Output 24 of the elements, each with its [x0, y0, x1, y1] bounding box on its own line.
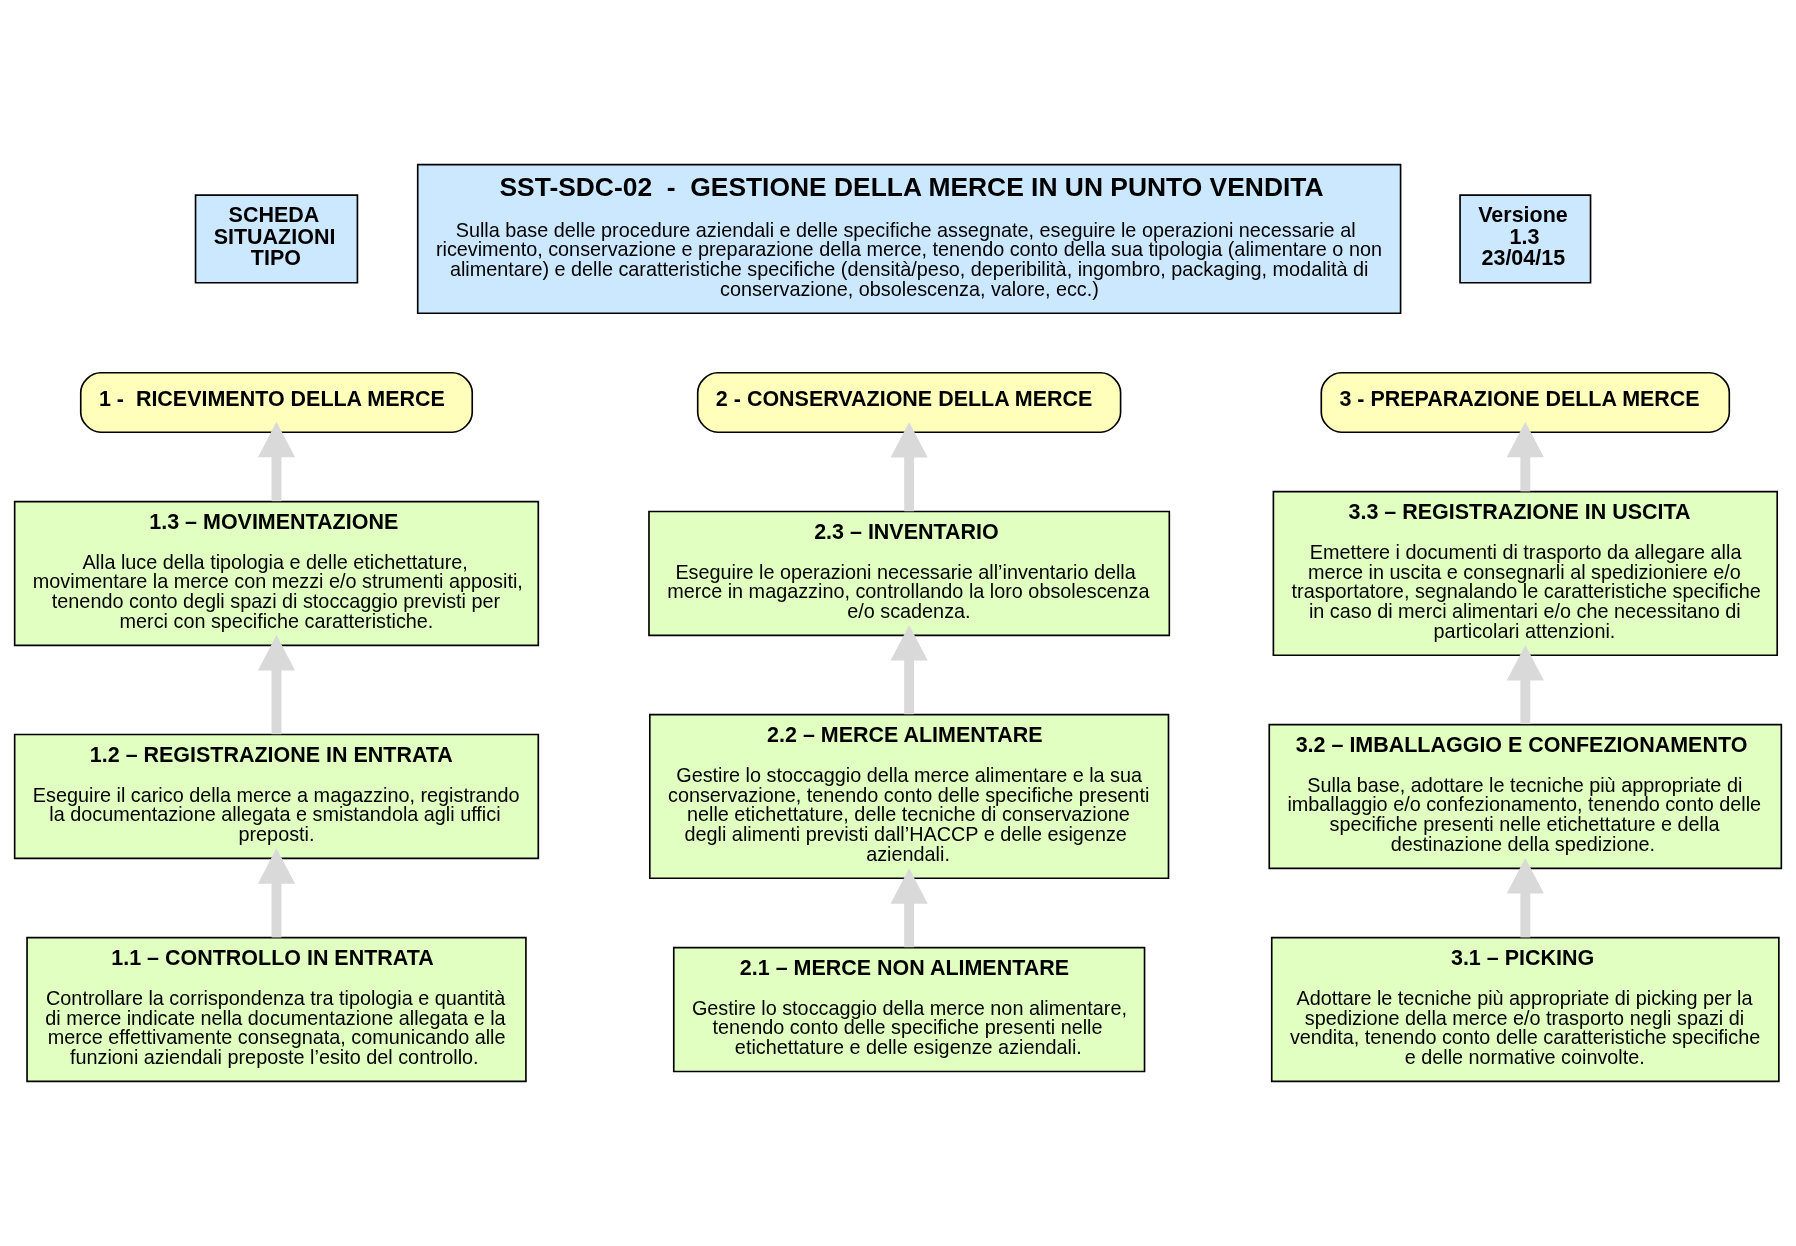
node-box: 3.2 – IMBALLAGGIO E CONFEZIONAMENTO Sulla base, adottare le tecniche più appropriate di imballaggio e/o confezionamento, tenendo conto delle specifiche presenti nelle etichettature e della destinazione della spedizione.: [1268, 723, 1783, 870]
arrow: [1506, 644, 1544, 725]
arrow: [890, 422, 928, 512]
arrow: [257, 848, 296, 938]
arrow: [890, 868, 928, 948]
node-box: 1.2 – REGISTRAZIONE IN ENTRATA Eseguire il carico della merce a magazzino, registrando la documentazione allegata e smistandola agli uffici preposti.: [13, 733, 540, 860]
node-box: 1 - RICEVIMENTO DELLA MERCE: [79, 371, 474, 434]
node-box: 2 - CONSERVAZIONE DELLA MERCE: [696, 371, 1122, 434]
node-box: 1.3 – MOVIMENTAZIONE Alla luce della tipologia e delle etichettature, movimentare la merce con mezzi e/o strumenti appositi, tenendo conto degli spazi di stoccaggio previsti per merci con specifiche caratteristiche.: [13, 500, 540, 647]
node-box: 2.1 – MERCE NON ALIMENTARE Gestire lo stoccaggio della merce non alimentare, tenendo conto delle specifiche presenti nelle etichettature e delle esigenze aziendali.: [672, 946, 1146, 1073]
arrow: [1506, 421, 1544, 492]
arrow: [890, 625, 928, 715]
arrow: [257, 421, 296, 502]
node-box: 3.1 – PICKING Adottare le tecniche più appropriate di picking per la spedizione della merce e/o trasporto negli spazi di vendita, tenendo conto delle caratteristiche specifiche e delle normative coinvolte.: [1270, 936, 1780, 1083]
node-box: 2.3 – INVENTARIO Eseguire le operazioni necessarie all’inventario della merce in magazzino, controllando la loro obsolescenza e/o scadenza.: [648, 510, 1171, 637]
node-box: 3.3 – REGISTRAZIONE IN USCITA Emettere i documenti di trasporto da allegare alla merce in uscita e consegnarli al spedizioniere e/o trasportatore, segnalando le caratteristiche specifiche in caso di merci alimentari e/o che necessitano di particolari attenzioni.: [1272, 490, 1779, 657]
node-box: 3 - PREPARAZIONE DELLA MERCE: [1320, 371, 1731, 434]
node-box: SCHEDA SITUAZIONI TIPO: [194, 194, 359, 284]
arrow: [257, 634, 296, 735]
node-box: 2.2 – MERCE ALIMENTARE Gestire lo stoccaggio della merce alimentare e la sua conservazione, tenendo conto delle specifiche presenti nelle etichettature, delle tecniche di conservazione degli alimenti previsti dall’HACCP e delle esigenze aziendali.: [649, 713, 1170, 880]
node-box: SST-SDC-02 - GESTIONE DELLA MERCE IN UN PUNTO VENDITA Sulla base delle procedure aziendali e delle specifiche assegnate, eseguire le operazioni necessarie al ricevimento, conservazione e preparazione della merce, tenendo conto della sua tipologia (alimentare o non alimentare) e delle caratteristiche specifiche (densità/peso, deperibilità, ingombro, packaging, modalità di conservazione, obsolescenza, valore, ecc.): [416, 163, 1402, 315]
node-box: 1.1 – CONTROLLO IN ENTRATA Controllare la corrispondenza tra tipologia e quantità di merce indicate nella documentazione allegata e la merce effettivamente consegnata, comunicando alle funzioni aziendali preposte l’esito del controllo.: [26, 936, 527, 1083]
node-box: Versione 1.3 23/04/15: [1459, 194, 1592, 284]
arrow: [1506, 858, 1544, 938]
